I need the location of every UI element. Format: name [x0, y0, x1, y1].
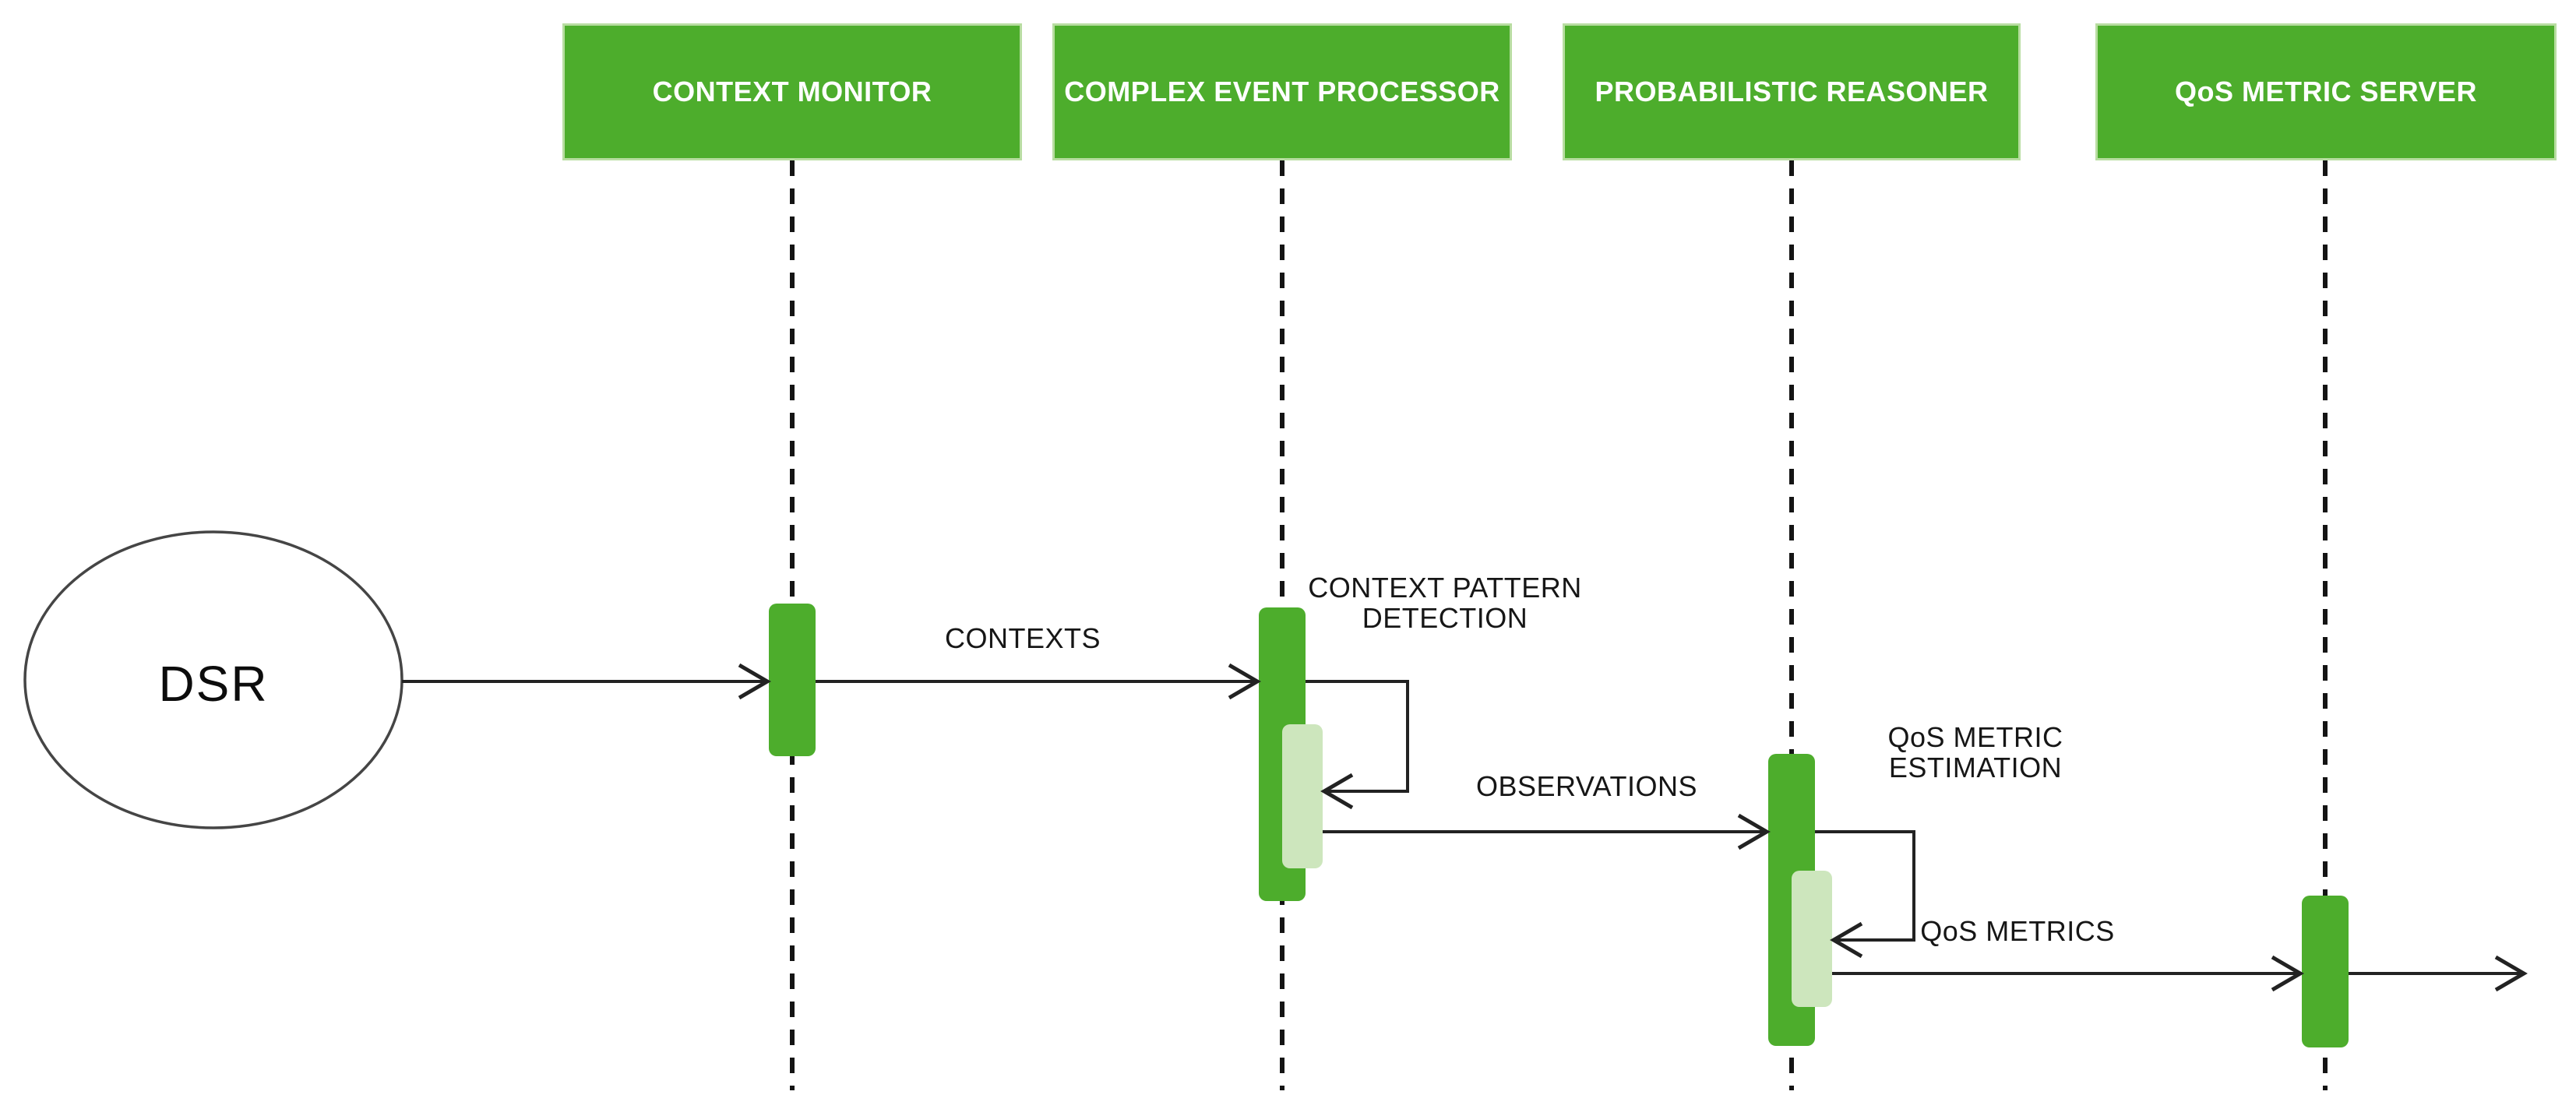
self-loop-qos-metric-estimation	[1815, 830, 1915, 942]
activation-inner-complex-event-processor	[1282, 724, 1323, 868]
activation-inner-probabilistic-reasoner	[1792, 871, 1832, 1007]
participant-label: COMPLEX EVENT PROCESSOR	[1064, 76, 1500, 107]
self-loop-context-pattern-detection	[1306, 680, 1409, 793]
activation-qos-metric-server	[2302, 896, 2349, 1047]
arrowhead-output	[2494, 955, 2528, 992]
arrowhead-observations	[1737, 813, 1771, 850]
label-qos-metrics: QoS METRICS	[1920, 915, 2115, 947]
label-line: ESTIMATION	[1888, 752, 2063, 783]
label-observations: OBSERVATIONS	[1475, 770, 1698, 802]
label-context-pattern-detection: CONTEXT PATTERN DETECTION	[1308, 572, 1582, 633]
label-line: CONTEXT PATTERN	[1308, 572, 1582, 604]
participant-label: QoS METRIC SERVER	[2175, 76, 2477, 107]
participant-complex-event-processor: COMPLEX EVENT PROCESSOR	[1052, 23, 1512, 160]
participant-qos-metric-server: QoS METRIC SERVER	[2095, 23, 2557, 160]
participant-label: PROBABILISTIC REASONER	[1595, 76, 1989, 107]
arrowhead-context-pattern-detection	[1320, 773, 1354, 810]
arrowhead-dsr-to-context-monitor	[738, 663, 771, 700]
dsr-actor-label: DSR	[158, 656, 269, 712]
label-line: DETECTION	[1362, 602, 1528, 634]
activation-context-monitor	[769, 604, 816, 756]
participant-label: CONTEXT MONITOR	[652, 76, 932, 107]
arrowhead-qos-metrics	[2271, 955, 2304, 992]
label-qos-metric-estimation: QoS METRIC ESTIMATION	[1887, 722, 2063, 783]
participant-probabilistic-reasoner: PROBABILISTIC REASONER	[1563, 23, 2021, 160]
arrowhead-qos-metric-estimation	[1830, 921, 1863, 959]
label-line: QoS METRIC	[1887, 721, 2063, 753]
arrowhead-contexts	[1228, 663, 1261, 700]
participant-context-monitor: CONTEXT MONITOR	[562, 23, 1022, 160]
label-contexts: CONTEXTS	[944, 622, 1101, 654]
